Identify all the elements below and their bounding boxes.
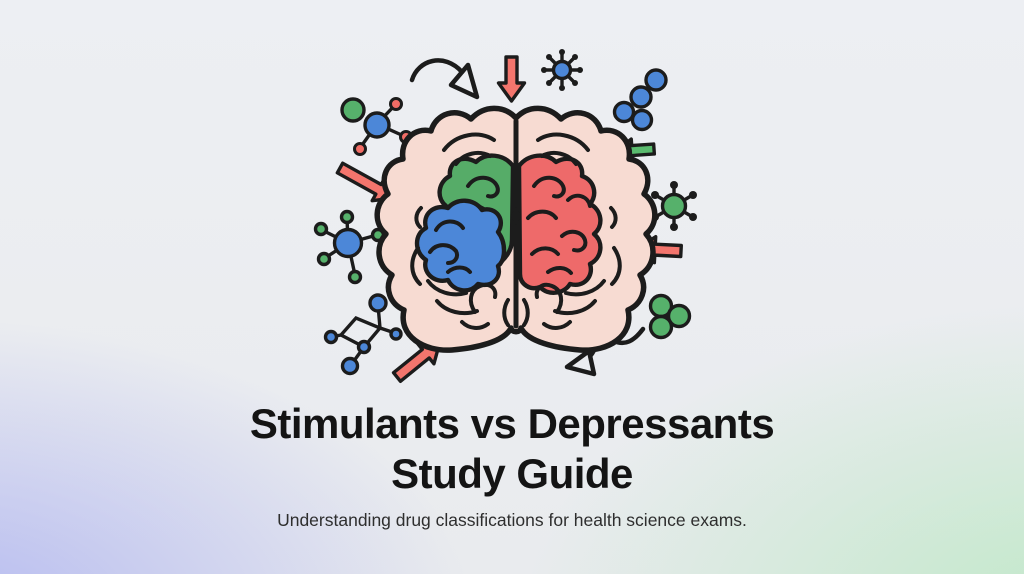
blue-spoke-molecule-icon bbox=[541, 49, 583, 91]
red-arrow-down-icon bbox=[496, 55, 527, 103]
blue-green-spoke-molecule-icon bbox=[313, 209, 386, 285]
curved-arrow-right-icon bbox=[409, 58, 480, 100]
brain-blue-region bbox=[414, 198, 507, 293]
red-arrow-upright-icon bbox=[391, 340, 442, 383]
brain-icon bbox=[374, 105, 658, 353]
green-cluster-molecule-icon bbox=[648, 293, 692, 340]
ring-molecule-icon bbox=[323, 293, 403, 376]
blue-cluster-molecule-icon bbox=[612, 68, 668, 132]
green-spoke-molecule-icon bbox=[651, 181, 697, 231]
title-block: Stimulants vs Depressants Study Guide bbox=[0, 399, 1024, 499]
title-line-1: Stimulants vs Depressants bbox=[249, 400, 775, 447]
title-line-2: Study Guide bbox=[391, 450, 633, 497]
subtitle: Understanding drug classifications for h… bbox=[277, 510, 747, 530]
brain-midline-diamond bbox=[510, 207, 522, 225]
